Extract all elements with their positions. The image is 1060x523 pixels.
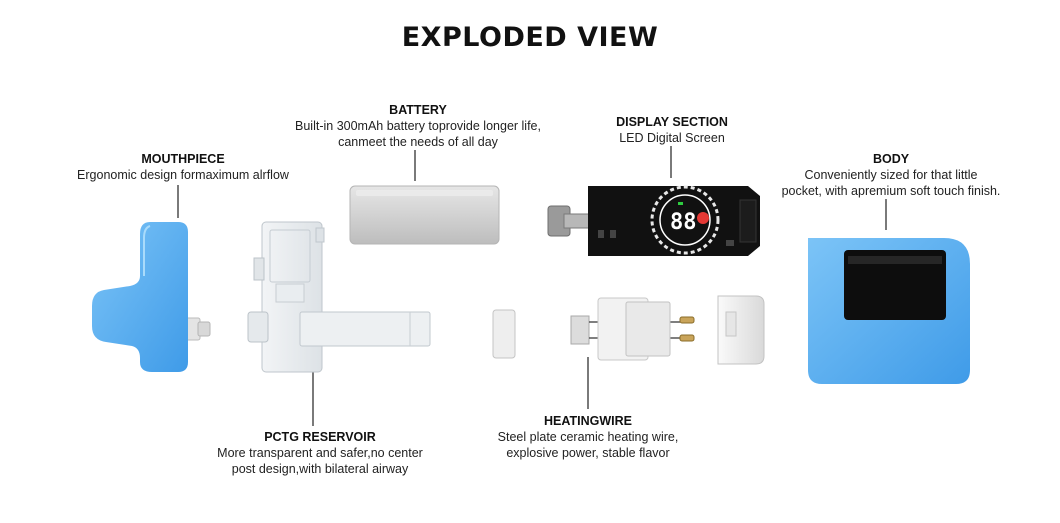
screen-green-indicator (678, 202, 683, 205)
reservoir-desc-line1: More transparent and safer,no center (217, 446, 423, 460)
cap-part (717, 295, 765, 365)
battery-label: BATTERY Built-in 300mAh battery toprovid… (268, 102, 568, 150)
body-desc-line2: pocket, with apremium soft touch finish. (781, 184, 1001, 198)
body-title: BODY (872, 152, 910, 166)
battery-title: BATTERY (389, 103, 447, 117)
body-label: BODY Conveniently sized for that little … (751, 151, 1031, 199)
heating-desc-line2: explosive power, stable flavor (506, 446, 670, 460)
mouthpiece-label: MOUTHPIECE Ergonomic design formaximum a… (58, 151, 308, 183)
mouthpiece-title: MOUTHPIECE (141, 152, 225, 166)
battery-part (349, 185, 500, 245)
display-label: DISPLAY SECTION LED Digital Screen (572, 114, 772, 146)
reservoir-part (247, 221, 431, 373)
heating-part (492, 297, 695, 361)
body-desc-line1: Conveniently sized for that little (804, 168, 978, 182)
heating-title: HEATINGWIRE (544, 414, 632, 428)
display-title: DISPLAY SECTION (616, 115, 728, 129)
mouthpiece-desc-line1: Ergonomic design formaximum alrflow (77, 168, 289, 182)
leader-lines (177, 146, 887, 426)
screen-red-indicator (697, 212, 709, 224)
battery-desc-line1: Built-in 300mAh battery toprovide longer… (295, 119, 541, 133)
page-title: EXPLODED VIEW (401, 22, 659, 53)
reservoir-label: PCTG RESERVOIR More transparent and safe… (185, 429, 455, 477)
mouthpiece-part (92, 222, 211, 372)
battery-desc-line2: canmeet the needs of all day (338, 135, 498, 149)
heating-label: HEATINGWIRE Steel plate ceramic heating … (458, 413, 718, 461)
display-part: 88 (547, 185, 760, 256)
heating-desc-line1: Steel plate ceramic heating wire, (497, 430, 679, 444)
reservoir-desc-line2: post design,with bilateral airway (231, 462, 409, 476)
reservoir-title: PCTG RESERVOIR (264, 430, 376, 444)
display-screen-digits: 88 (670, 210, 697, 235)
display-desc-line1: LED Digital Screen (619, 131, 725, 145)
body-part (808, 238, 970, 384)
